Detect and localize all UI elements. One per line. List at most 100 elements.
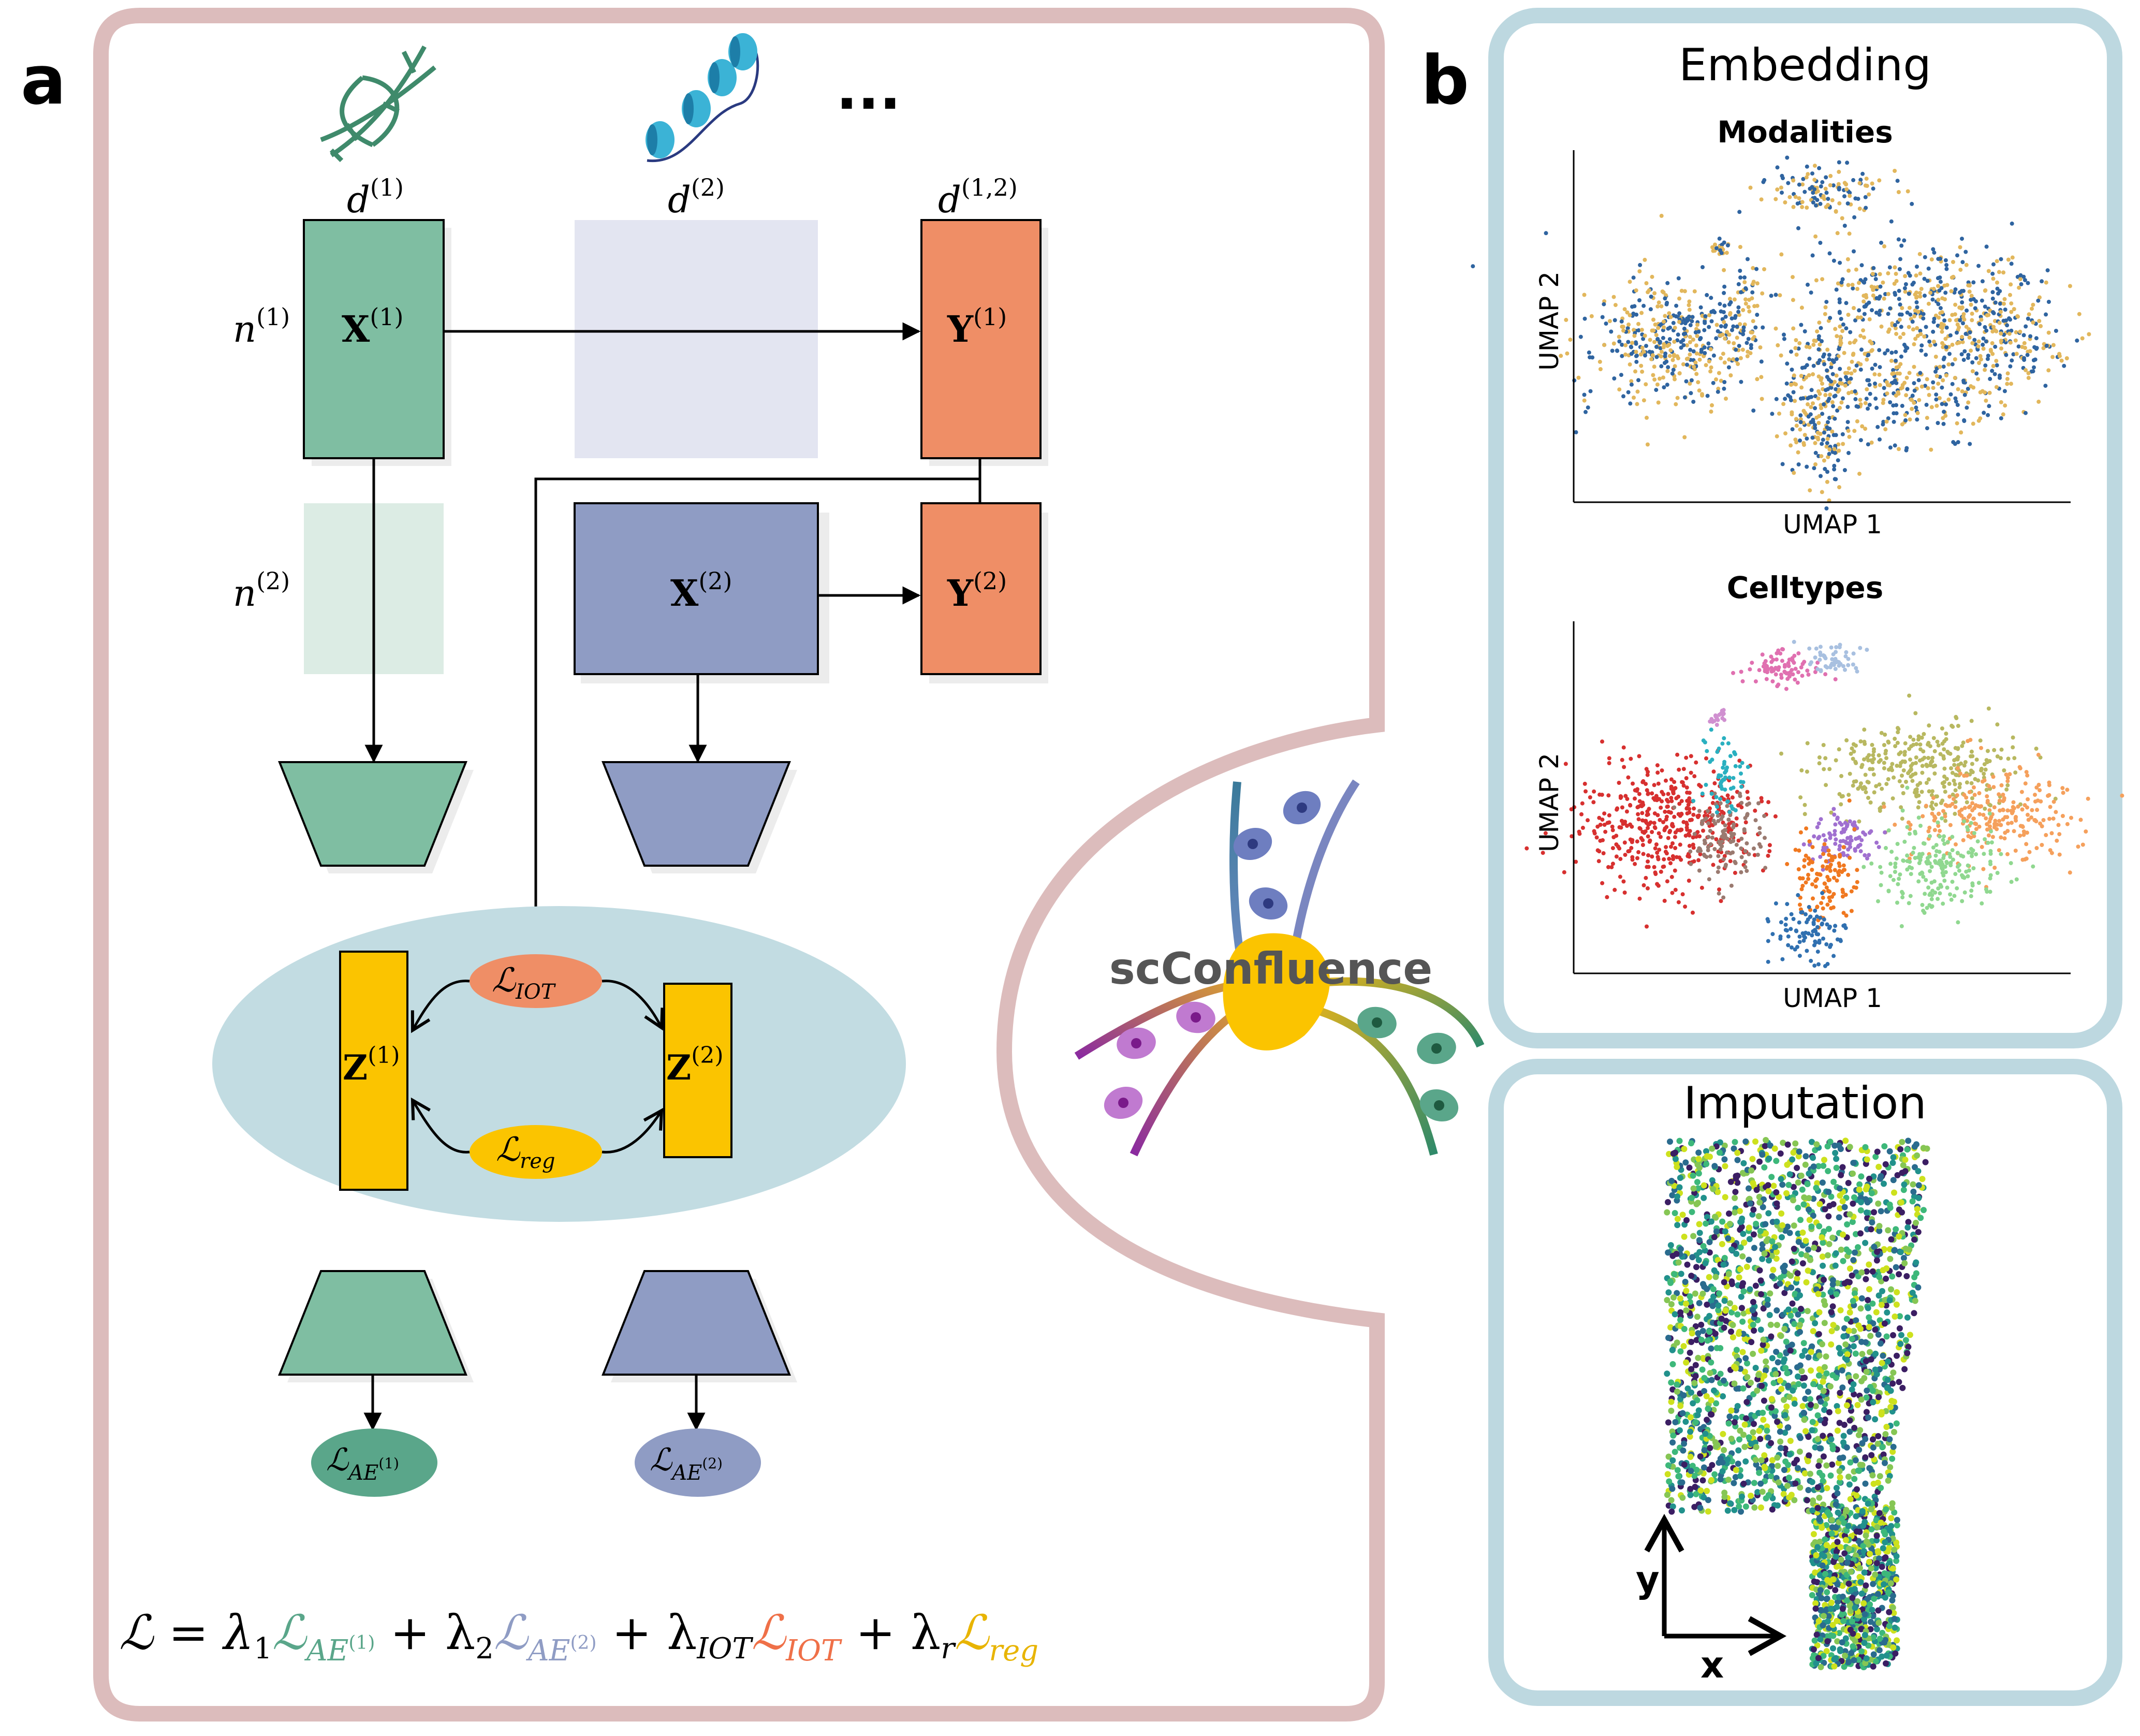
spatial-spot bbox=[1828, 1193, 1835, 1200]
celltype-point bbox=[1716, 813, 1720, 818]
celltype-point bbox=[1951, 724, 1955, 729]
celltype-point bbox=[1896, 882, 1900, 886]
celltype-point bbox=[1916, 737, 1921, 742]
celltype-point bbox=[1817, 755, 1822, 760]
modality-point bbox=[1985, 357, 1990, 361]
modality-point bbox=[1892, 371, 1896, 376]
celltype-point bbox=[1643, 819, 1647, 823]
modality-point bbox=[1910, 201, 1914, 206]
celltype-point bbox=[1806, 877, 1811, 881]
celltype-point bbox=[1597, 815, 1602, 820]
spatial-spot bbox=[1761, 1164, 1768, 1171]
modality-point bbox=[1943, 258, 1948, 262]
modality-point bbox=[1673, 326, 1677, 330]
modality-point bbox=[1999, 346, 2003, 351]
spatial-spot bbox=[1844, 1221, 1851, 1228]
celltype-point bbox=[1636, 850, 1641, 854]
celltype-point bbox=[1995, 754, 2000, 758]
modality-point bbox=[1779, 185, 1783, 190]
celltype-point bbox=[1684, 776, 1689, 780]
celltype-point bbox=[1706, 809, 1710, 813]
celltype-point bbox=[2084, 829, 2088, 834]
modality-point bbox=[1971, 280, 1976, 285]
modality-point bbox=[1905, 387, 1910, 391]
celltype-point bbox=[1739, 846, 1743, 851]
spatial-spot bbox=[1694, 1397, 1701, 1404]
imputation-panel bbox=[1488, 1059, 2122, 1706]
spatial-spot bbox=[1798, 1172, 1805, 1179]
spatial-spot bbox=[1706, 1312, 1713, 1319]
modality-point bbox=[1775, 187, 1780, 192]
celltype-point bbox=[1810, 882, 1814, 887]
celltype-point bbox=[1962, 819, 1966, 824]
modality-point bbox=[1976, 344, 1981, 348]
celltype-point bbox=[1978, 805, 1983, 809]
celltype-point bbox=[1926, 756, 1931, 760]
celltype-point bbox=[1989, 829, 1993, 834]
modality-point bbox=[1613, 303, 1618, 308]
celltype-point bbox=[1924, 804, 1928, 808]
celltype-point bbox=[1739, 800, 1744, 805]
celltype-point bbox=[1977, 824, 1982, 829]
celltype-point bbox=[1747, 801, 1751, 806]
celltype-point bbox=[1998, 808, 2002, 813]
celltype-point bbox=[2011, 800, 2016, 805]
celltype-point bbox=[1953, 788, 1958, 793]
modality-point bbox=[1630, 304, 1634, 309]
celltype-point bbox=[1919, 790, 1924, 794]
celltype-point bbox=[1900, 808, 1905, 813]
modality-point bbox=[1896, 190, 1901, 194]
spatial-spot bbox=[1769, 1457, 1776, 1464]
celltype-point bbox=[1899, 761, 1903, 765]
modality-point bbox=[2016, 344, 2021, 349]
celltype-point bbox=[1664, 851, 1669, 856]
modality-point bbox=[1881, 280, 1885, 285]
modality-point bbox=[1727, 297, 1732, 301]
panel-a-border bbox=[93, 8, 1385, 1722]
modality-point bbox=[1846, 391, 1851, 396]
spatial-spot bbox=[1760, 1204, 1766, 1210]
cell-icons bbox=[1104, 791, 1459, 1122]
celltype-point bbox=[1769, 660, 1774, 664]
modality-point bbox=[1640, 345, 1645, 350]
celltype-point bbox=[1895, 842, 1900, 846]
celltype-point bbox=[1823, 964, 1827, 968]
modality-point bbox=[2001, 270, 2006, 275]
celltype-point bbox=[1867, 853, 1871, 857]
modality-point bbox=[1802, 329, 1807, 333]
celltype-point bbox=[1817, 872, 1822, 877]
celltype-point bbox=[1907, 747, 1912, 751]
celltype-point bbox=[1933, 763, 1938, 768]
spatial-spot bbox=[1768, 1396, 1775, 1403]
celltype-point bbox=[1807, 839, 1812, 843]
celltype-point bbox=[1884, 845, 1888, 850]
spatial-spot bbox=[1794, 1164, 1800, 1171]
modality-point bbox=[1840, 216, 1844, 221]
modality-point bbox=[1834, 387, 1838, 391]
celltype-point bbox=[1783, 928, 1788, 932]
spatial-spot bbox=[1695, 1330, 1702, 1337]
celltype-point bbox=[1824, 783, 1828, 787]
celltype-point bbox=[1903, 741, 1908, 746]
modality-point bbox=[1808, 488, 1812, 493]
celltype-point bbox=[1893, 822, 1897, 827]
spatial-spot bbox=[1875, 1292, 1882, 1299]
modality-point bbox=[1978, 416, 1983, 421]
celltype-point bbox=[1901, 858, 1906, 863]
celltype-point bbox=[1766, 959, 1770, 964]
celltype-point bbox=[1646, 859, 1650, 864]
celltype-point bbox=[2001, 817, 2005, 822]
celltype-point bbox=[1832, 812, 1837, 817]
modality-point bbox=[1967, 283, 1972, 288]
celltype-point bbox=[1870, 767, 1875, 771]
modality-point bbox=[1886, 312, 1890, 316]
modality-point bbox=[1731, 324, 1736, 329]
spatial-spot bbox=[1740, 1432, 1747, 1438]
modality-point bbox=[1635, 402, 1639, 406]
modality-point bbox=[1898, 302, 1902, 307]
spatial-spot bbox=[1722, 1163, 1728, 1170]
celltype-point bbox=[1614, 834, 1619, 838]
modality-point bbox=[1827, 451, 1831, 456]
modality-point bbox=[1707, 313, 1711, 317]
modality-point bbox=[1958, 268, 1963, 272]
